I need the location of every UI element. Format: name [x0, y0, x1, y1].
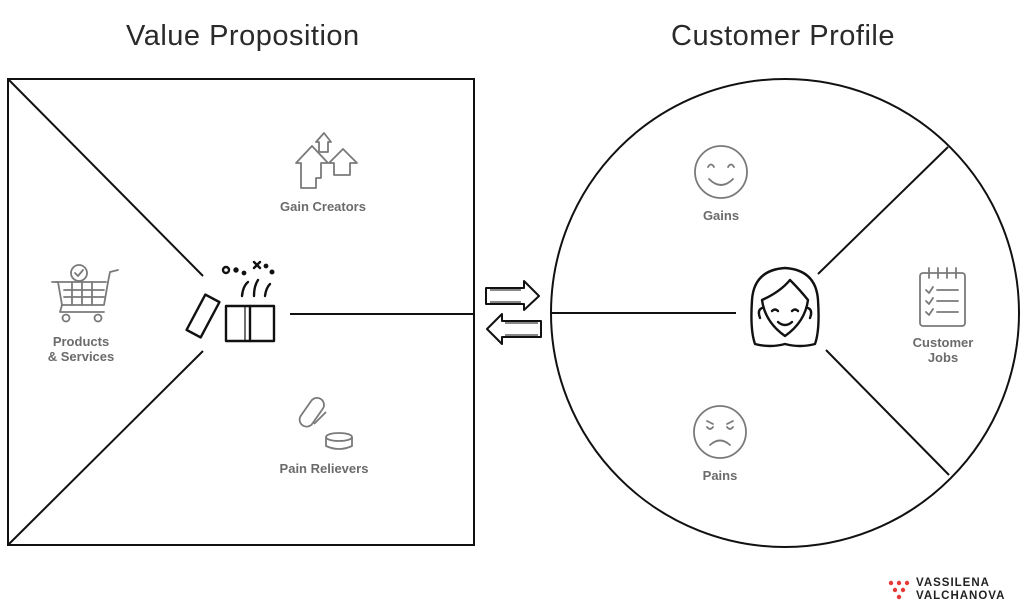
gift-box-icon	[185, 260, 276, 343]
brand-line2: VALCHANOVA	[916, 590, 1006, 602]
pain-relievers-label: Pain Relievers	[280, 461, 369, 476]
pains-label: Pains	[703, 468, 738, 483]
customer-profile-circle	[550, 78, 1020, 548]
customer-jobs-label-line2: Jobs	[928, 350, 958, 365]
brand-name: VASSILENA VALCHANOVA	[916, 577, 1005, 603]
exchange-arrows-icon	[485, 280, 542, 345]
woman-face-icon	[750, 266, 820, 348]
shopping-cart-icon	[51, 264, 119, 323]
customer-profile-title: Customer Profile	[671, 20, 895, 52]
arrows-up-icon	[295, 132, 358, 189]
gains-label: Gains	[703, 208, 739, 223]
sad-face-icon	[693, 405, 747, 459]
value-proposition-square	[7, 78, 475, 546]
pills-icon	[298, 396, 353, 450]
value-proposition-title: Value Proposition	[126, 20, 360, 52]
products-services-label-line1: Products	[53, 334, 109, 349]
brand-logo-icon	[888, 580, 910, 600]
gain-creators-label: Gain Creators	[280, 199, 366, 214]
checklist-icon	[919, 267, 966, 327]
smile-icon	[694, 145, 748, 199]
products-services-label-line2: & Services	[48, 349, 115, 364]
brand-line1: VASSILENA	[916, 577, 990, 589]
customer-jobs-label-line1: Customer	[913, 335, 974, 350]
